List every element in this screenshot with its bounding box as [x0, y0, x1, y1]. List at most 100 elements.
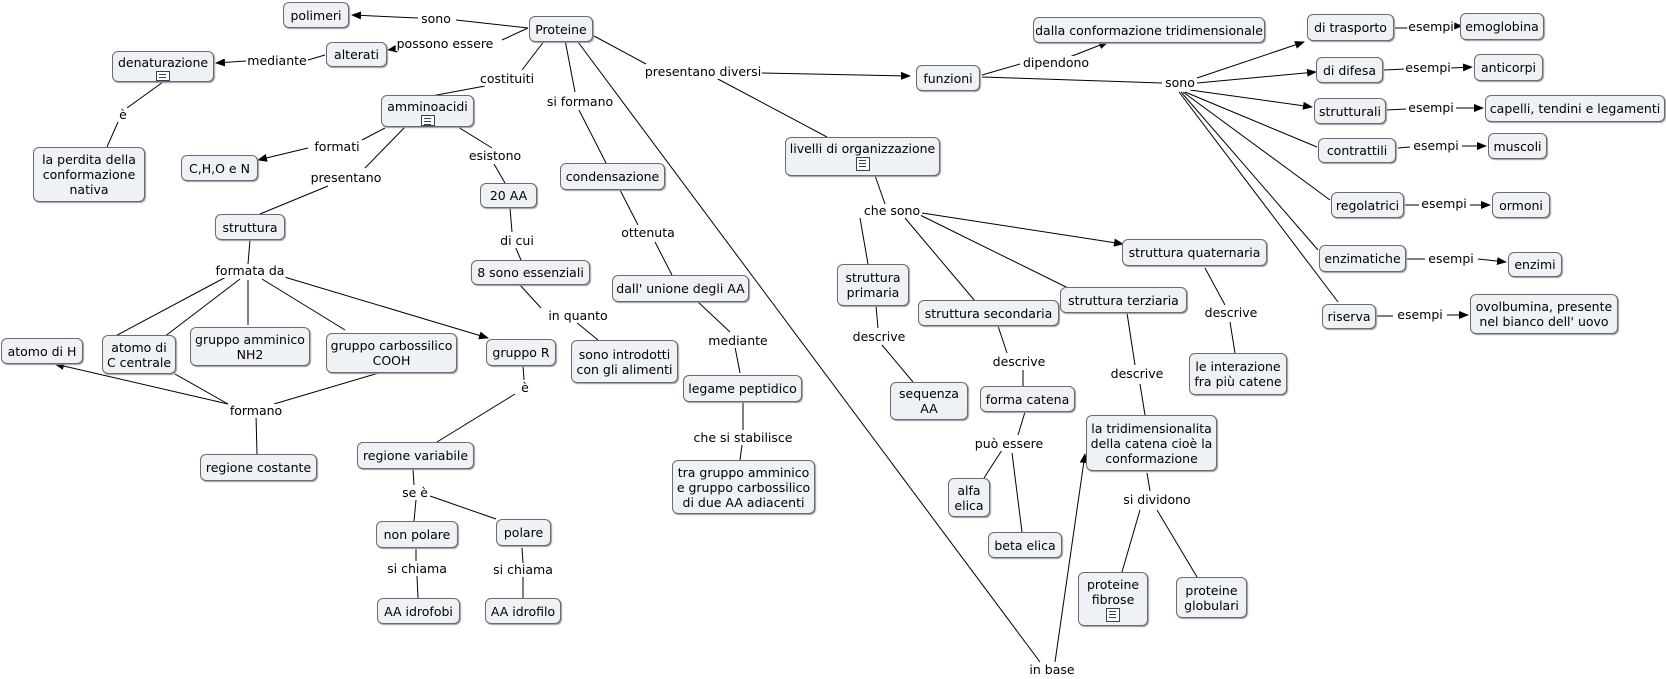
node-tridimensionalita[interactable]: la tridimensionalita della catena cioè l…	[1086, 415, 1217, 471]
node-label: struttura secondaria	[924, 305, 1053, 321]
node-funzioni[interactable]: funzioni	[916, 65, 980, 91]
node-struttura[interactable]: struttura	[215, 214, 285, 240]
node-capelli[interactable]: capelli, tendini e legamenti	[1485, 95, 1665, 122]
node-atomo-c[interactable]: atomo di C centrale	[102, 335, 176, 374]
node-enzimi[interactable]: enzimi	[1508, 252, 1562, 277]
link-label-descrive-3: descrive	[1109, 366, 1165, 381]
node-enzimatiche[interactable]: enzimatiche	[1319, 245, 1406, 272]
node-proteine[interactable]: Proteine	[529, 16, 593, 42]
node-label: gruppo carbossilico COOH	[330, 338, 453, 368]
node-ormoni[interactable]: ormoni	[1492, 192, 1550, 218]
node-label: Proteine	[535, 21, 587, 37]
node-gruppo-amminico[interactable]: gruppo amminico NH2	[190, 327, 310, 366]
node-gruppo-carbossilico[interactable]: gruppo carbossilico COOH	[326, 333, 457, 373]
node-label: proteine globulari	[1184, 582, 1239, 613]
node-riserva[interactable]: riserva	[1322, 304, 1376, 329]
node-legame-peptidico[interactable]: legame peptidico	[683, 375, 802, 402]
node-struttura-secondaria[interactable]: struttura secondaria	[918, 300, 1059, 326]
link-label-sono: sono	[420, 11, 452, 26]
link-label-presentano-diversi: presentano diversi	[643, 64, 763, 79]
node-strutturali[interactable]: strutturali	[1314, 98, 1386, 124]
node-label: struttura	[222, 219, 278, 235]
node-aa-idrofilo[interactable]: AA idrofilo	[485, 598, 561, 624]
node-label: AA idrofilo	[490, 603, 556, 619]
node-regolatrici[interactable]: regolatrici	[1331, 192, 1404, 218]
link-label-in-base: in base	[1028, 662, 1076, 677]
node-denaturazione[interactable]: denaturazione	[112, 51, 214, 82]
node-emoglobina[interactable]: emoglobina	[1460, 13, 1544, 40]
link-label-esempi-5: esempi	[1420, 196, 1468, 211]
document-icon[interactable]	[855, 157, 870, 171]
node-label: enzimatiche	[1324, 251, 1401, 266]
node-chon[interactable]: C,H,O e N	[181, 155, 258, 181]
node-atomo-h[interactable]: atomo di H	[1, 338, 83, 364]
link-label-si-chiama-2: si chiama	[492, 562, 554, 577]
link-label-presentano: presentano	[309, 170, 383, 185]
document-icon[interactable]	[420, 115, 435, 126]
node-unione[interactable]: dall' unione degli AA	[612, 275, 749, 302]
node-forma-catena[interactable]: forma catena	[980, 386, 1075, 412]
link-label-esempi-6: esempi	[1427, 251, 1475, 266]
link-label-puo-essere: può essere	[973, 436, 1045, 451]
node-di-difesa[interactable]: di difesa	[1316, 57, 1383, 83]
node-label: 8 sono essenziali	[477, 265, 584, 280]
node-label: livelli di organizzazione	[789, 141, 936, 156]
link-label-esempi-2: esempi	[1404, 60, 1452, 75]
node-label: gruppo amminico NH2	[195, 331, 305, 362]
node-label: gruppo R	[492, 345, 550, 360]
link-label-si-chiama-1: si chiama	[386, 561, 448, 576]
node-regione-costante[interactable]: regione costante	[200, 454, 317, 481]
node-label: beta elica	[994, 537, 1056, 553]
node-label: amminoacidi	[387, 99, 468, 114]
node-proteine-globulari[interactable]: proteine globulari	[1176, 577, 1247, 618]
node-sequenza-aa[interactable]: sequenza AA	[890, 382, 968, 420]
node-label: ormoni	[1499, 197, 1543, 213]
node-perdita[interactable]: la perdita della conformazione nativa	[33, 147, 145, 202]
node-label: le interazione fra più catene	[1194, 359, 1282, 389]
link-label-descrive-2: descrive	[991, 354, 1047, 369]
node-beta-elica[interactable]: beta elica	[988, 532, 1062, 558]
node-struttura-terziaria[interactable]: struttura terziaria	[1060, 287, 1187, 313]
node-label: enzimi	[1514, 257, 1556, 272]
link-label-costituiti: costituiti	[478, 71, 536, 86]
document-icon[interactable]	[1106, 608, 1120, 622]
node-alterati[interactable]: alterati	[326, 42, 387, 67]
node-polimeri[interactable]: polimeri	[283, 2, 349, 28]
node-regione-variabile[interactable]: regione variabile	[357, 442, 474, 469]
node-introdotti[interactable]: sono introdotti con gli alimenti	[571, 340, 678, 383]
node-essenziali[interactable]: 8 sono essenziali	[471, 260, 590, 285]
node-label: struttura primaria	[845, 270, 901, 300]
node-struttura-quaternaria[interactable]: struttura quaternaria	[1122, 239, 1267, 266]
node-non-polare[interactable]: non polare	[376, 521, 458, 548]
node-gruppo-r[interactable]: gruppo R	[486, 339, 556, 366]
node-alfa-elica[interactable]: alfa elica	[948, 478, 990, 517]
node-label: atomo di H	[7, 343, 77, 359]
node-struttura-primaria[interactable]: struttura primaria	[837, 264, 909, 306]
document-icon[interactable]	[156, 71, 170, 81]
node-ovolbumina[interactable]: ovolbumina, presente nel bianco dell' uo…	[1470, 294, 1618, 334]
node-di-trasporto[interactable]: di trasporto	[1307, 14, 1394, 41]
node-label: dalla conformazione tridimensionale	[1035, 22, 1263, 38]
node-amminoacidi[interactable]: amminoacidi	[381, 95, 474, 127]
node-conformazione-tridimensionale[interactable]: dalla conformazione tridimensionale	[1033, 17, 1265, 43]
link-label-dipendono: dipendono	[1021, 55, 1091, 70]
link-label-formata-da: formata da	[214, 263, 286, 278]
node-livelli[interactable]: livelli di organizzazione	[785, 137, 940, 176]
node-contrattili[interactable]: contrattili	[1318, 138, 1396, 163]
node-anticorpi[interactable]: anticorpi	[1474, 54, 1543, 81]
node-label: polimeri	[290, 7, 342, 23]
node-label: regione variabile	[362, 448, 469, 463]
link-label-ottenuta: ottenuta	[620, 225, 676, 240]
node-label: regione costante	[205, 460, 312, 475]
node-20-aa[interactable]: 20 AA	[480, 183, 537, 208]
node-label: funzioni	[923, 70, 973, 86]
node-proteine-fibrose[interactable]: proteine fibrose	[1078, 572, 1148, 626]
node-tra-gruppo[interactable]: tra gruppo amminico e gruppo carbossilic…	[672, 460, 815, 514]
node-muscoli[interactable]: muscoli	[1488, 133, 1547, 159]
node-polare[interactable]: polare	[496, 519, 551, 546]
node-interazione[interactable]: le interazione fra più catene	[1189, 353, 1287, 395]
node-condensazione[interactable]: condensazione	[560, 163, 665, 190]
node-aa-idrofobi[interactable]: AA idrofobi	[377, 598, 460, 624]
node-label: struttura terziaria	[1068, 292, 1179, 308]
